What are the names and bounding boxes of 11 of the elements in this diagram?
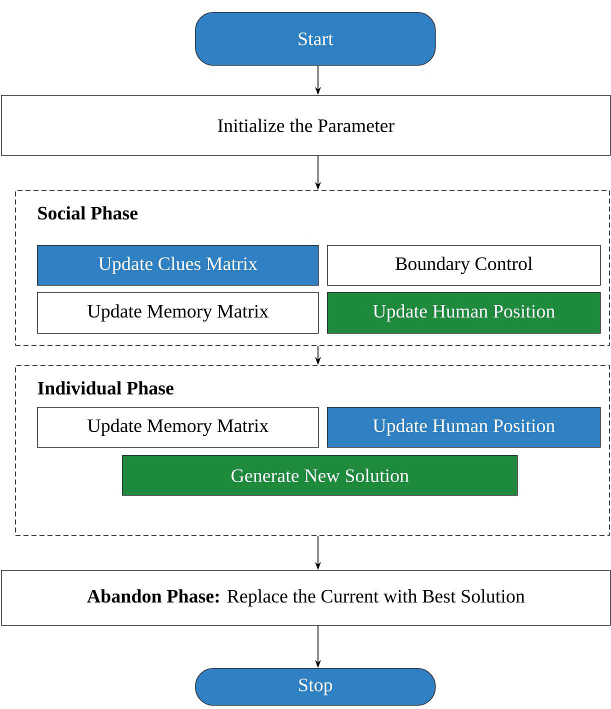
process-box: Update Memory Matrix xyxy=(37,292,319,334)
terminal-box: Start xyxy=(195,12,436,66)
process-box: Initialize the Parameter xyxy=(1,95,611,156)
process-box: Boundary Control xyxy=(327,245,601,286)
process-box: Abandon Phase: Replace the Current with Best Solution xyxy=(1,570,611,626)
process-box: Update Human Position xyxy=(327,292,601,334)
process-box: Update Clues Matrix xyxy=(37,245,319,286)
process-box: Update Memory Matrix xyxy=(37,407,319,448)
process-box: Generate New Solution xyxy=(122,455,518,496)
process-box: Update Human Position xyxy=(327,407,601,448)
terminal-box: Stop xyxy=(195,668,436,706)
